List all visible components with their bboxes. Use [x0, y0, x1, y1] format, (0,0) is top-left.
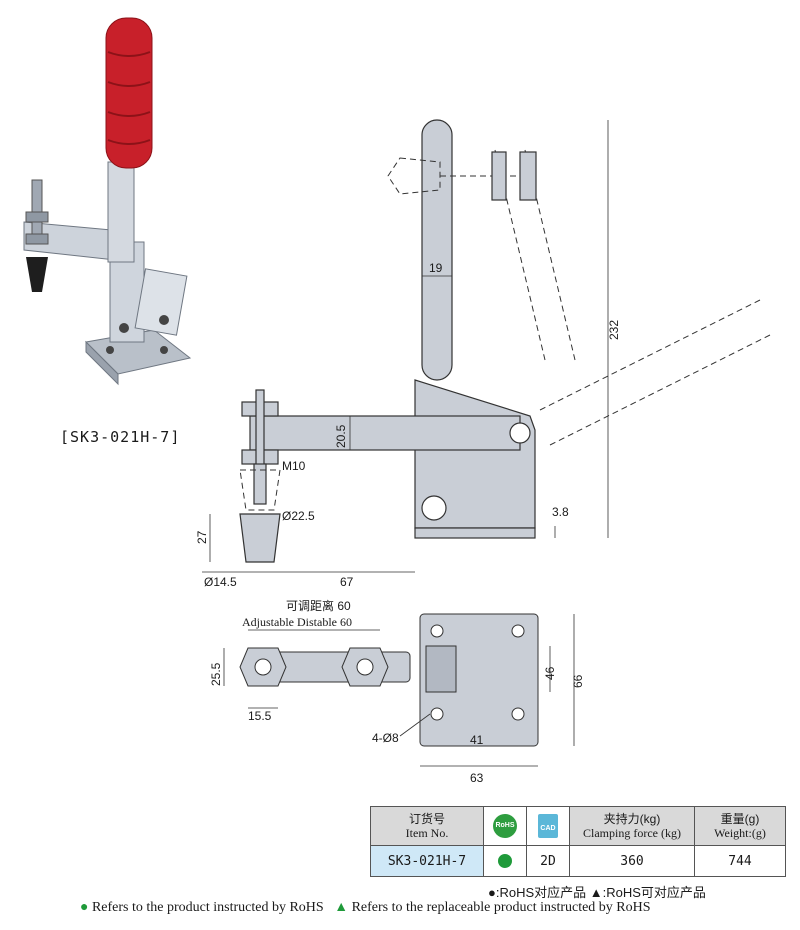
legend-en: ● Refers to the product instructed by Ro…	[80, 900, 651, 916]
dot-icon: ●	[80, 900, 89, 915]
header-item: 订货号 Item No.	[370, 806, 484, 846]
dim-3-8: 3.8	[552, 505, 569, 519]
header-weight: 重量(g) Weight:(g)	[694, 806, 786, 846]
product-label: [SK3-021H-7]	[60, 428, 181, 446]
spec-table: 订货号 Item No. RoHS CAD 夹持力(kg) Clamping f…	[370, 806, 786, 877]
header-rohs: RoHS	[483, 806, 527, 846]
adjust-en: Adjustable Distable 60	[242, 615, 352, 629]
dim-15-5: 15.5	[248, 709, 272, 723]
table-row: SK3-021H-7 2D 360 744	[370, 845, 786, 877]
dim-19: 19	[429, 261, 443, 275]
dim-232: 232	[607, 320, 621, 340]
dim-22-5: Ø22.5	[282, 509, 315, 523]
dim-41: 41	[470, 733, 484, 747]
dim-m10: M10	[282, 459, 306, 473]
dim-25-5: 25.5	[209, 662, 223, 686]
dim-66: 66	[571, 674, 585, 688]
header-cad: CAD	[526, 806, 570, 846]
legend-dot-text: Refers to the product instructed by RoHS	[91, 900, 324, 915]
table-header-row: 订货号 Item No. RoHS CAD 夹持力(kg) Clamping f…	[370, 806, 786, 846]
dim-46: 46	[543, 666, 557, 680]
rohs-icon: RoHS	[493, 814, 517, 838]
side-view-drawing: 19 232 20.5 M10 Ø22.5 27 Ø14.5 67 3.8	[195, 119, 771, 589]
dim-14-5: Ø14.5	[204, 575, 237, 589]
dim-27: 27	[195, 530, 209, 544]
dim-67: 67	[340, 575, 354, 589]
dim-4-8: 4-Ø8	[372, 731, 399, 745]
rohs-dot-icon	[498, 854, 512, 868]
top-view-drawing: 可调距离 60 Adjustable Distable 60 25.5 15.5…	[209, 598, 585, 785]
cell-clamping-force: 360	[569, 845, 695, 877]
legend-tri-text: Refers to the replaceable product instru…	[351, 900, 651, 915]
adjust-cn: 可调距离 60	[286, 598, 351, 613]
dim-20-5: 20.5	[334, 424, 348, 448]
header-force: 夹持力(kg) Clamping force (kg)	[569, 806, 695, 846]
triangle-icon: ▲	[334, 900, 349, 915]
product-photo	[23, 17, 192, 386]
cell-weight: 744	[694, 845, 786, 877]
cell-rohs	[483, 845, 527, 877]
cad-icon: CAD	[538, 814, 558, 838]
cell-cad: 2D	[526, 845, 570, 877]
dim-63: 63	[470, 771, 484, 785]
legend-cn: ●:RoHS对应产品 ▲:RoHS可对应产品	[488, 885, 706, 900]
cell-item-no: SK3-021H-7	[370, 845, 484, 877]
